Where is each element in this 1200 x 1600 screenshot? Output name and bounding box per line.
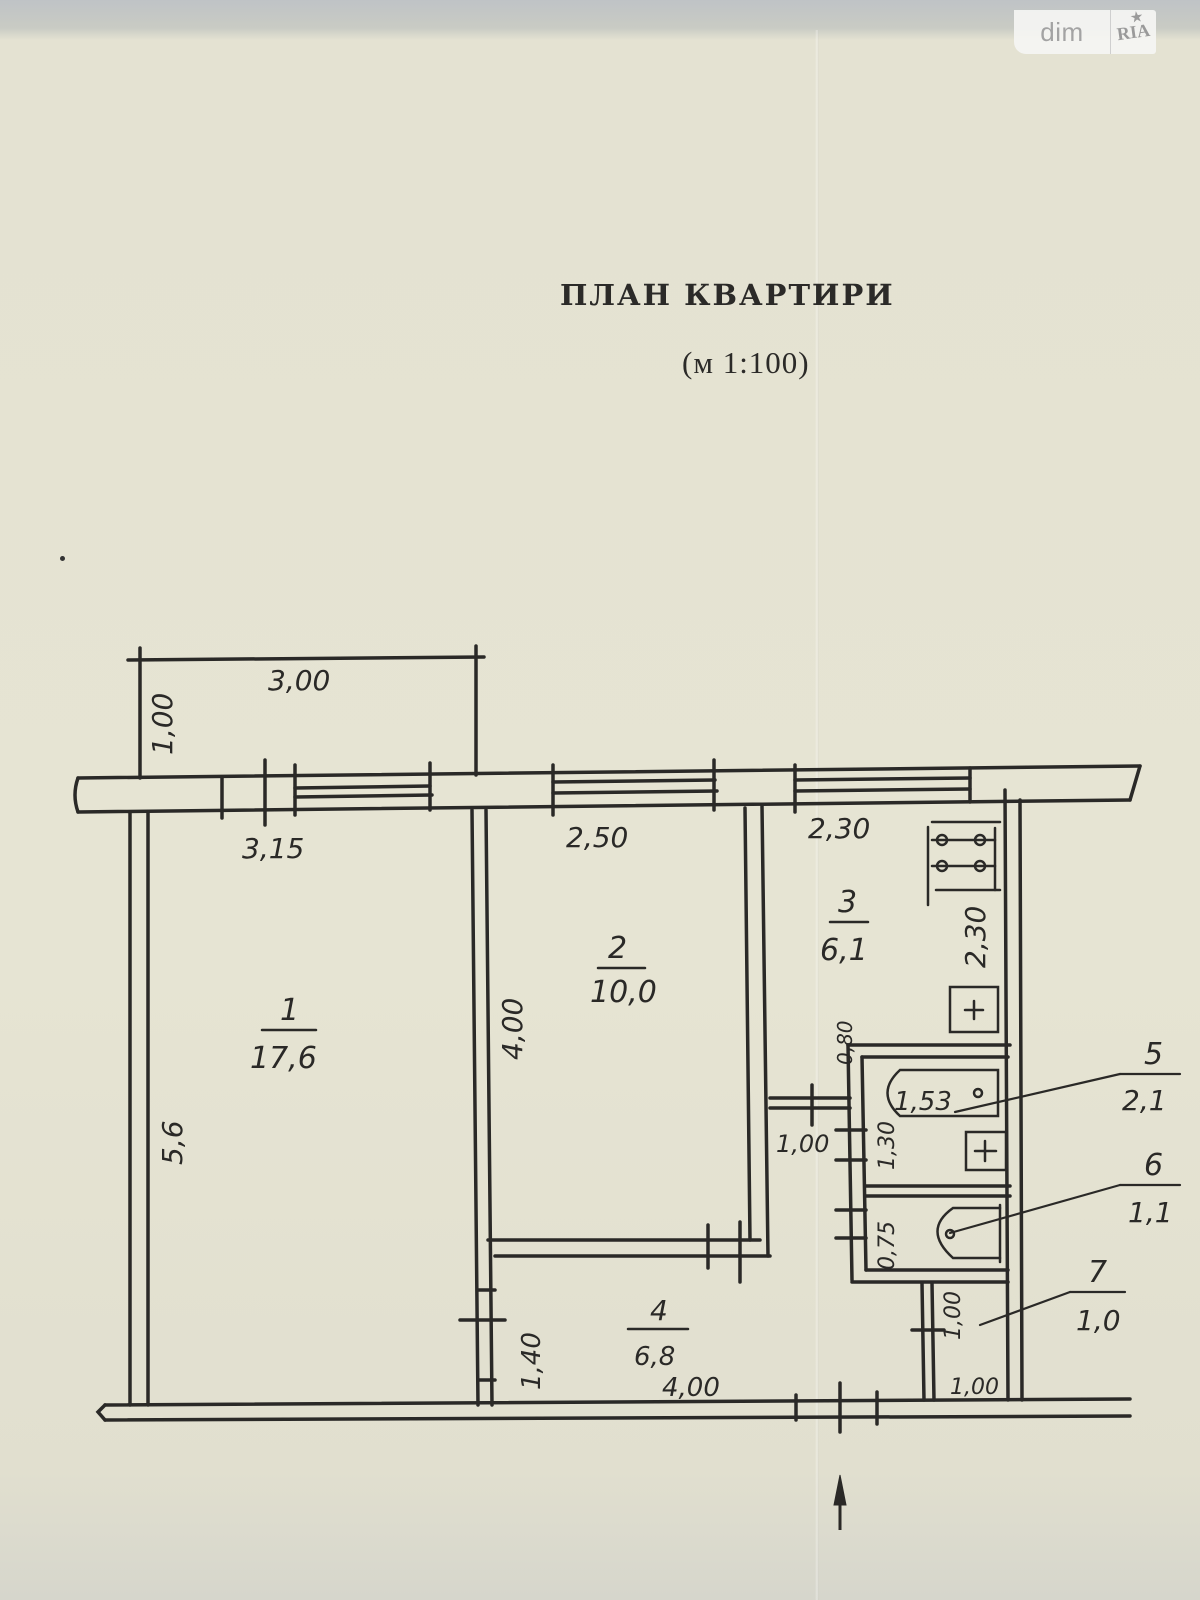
dim-balcony-width: 3,00 <box>268 664 330 697</box>
right-exterior-wall <box>1003 788 1024 1402</box>
room-3-number: 3 <box>838 885 857 920</box>
plan-title: ПЛАН КВАРТИРИ <box>560 278 895 312</box>
ink-dot <box>60 556 65 561</box>
dim-room2-width: 2,50 <box>566 821 628 854</box>
plan-scale: (м 1:100) <box>682 345 810 380</box>
dim-kitchen-width: 2,30 <box>808 812 870 845</box>
fraction-bars <box>260 920 870 1331</box>
dim-hall-width: 4,00 <box>662 1373 720 1403</box>
room-6-number: 6 <box>1144 1148 1163 1183</box>
room-5-area: 2,1 <box>1122 1084 1167 1117</box>
bottom-exterior-wall <box>95 1381 1132 1434</box>
bathtub <box>886 1068 1000 1118</box>
dim-closet-depth: 1,00 <box>941 1291 966 1340</box>
watermark-divider <box>1110 10 1111 54</box>
dim-balcony-depth: 1,00 <box>146 693 179 755</box>
partition-wall-2-3 <box>743 804 770 1258</box>
dim-hall-depth: 1,40 <box>517 1332 547 1390</box>
room-4-area: 6,8 <box>634 1342 675 1372</box>
closet-wall <box>910 1281 946 1402</box>
dim-room1-width: 3,15 <box>242 832 304 865</box>
dim-room1-length: 5,6 <box>156 1120 189 1165</box>
room-2-number: 2 <box>608 931 627 966</box>
bath-sink <box>964 1130 1008 1172</box>
bathroom-block <box>834 1043 1012 1284</box>
room-1-number: 1 <box>280 993 299 1028</box>
leader-lines <box>948 1072 1182 1327</box>
dim-wc-depth: 0,75 <box>875 1221 900 1270</box>
room-5-number: 5 <box>1144 1037 1163 1072</box>
dim-corridor-door: 1,00 <box>776 1130 829 1158</box>
room-3-area: 6,1 <box>820 933 868 968</box>
room-1-area: 17,6 <box>250 1041 317 1076</box>
partition-wall-2-4 <box>486 1220 772 1284</box>
dim-bath-door: 0,80 <box>833 1020 857 1065</box>
partition-wall-1-2 <box>458 808 507 1407</box>
left-exterior-wall <box>128 810 150 1407</box>
corridor-door <box>768 1083 852 1127</box>
room-7-number: 7 <box>1088 1255 1107 1290</box>
dim-bath-length: 1,53 <box>894 1087 952 1117</box>
dim-kitchen-length: 2,30 <box>959 906 992 968</box>
dim-room2-length: 4,00 <box>496 998 529 1060</box>
room-4-number: 4 <box>650 1294 668 1327</box>
dim-closet-width: 1,00 <box>950 1375 999 1400</box>
kitchen-sink <box>948 985 1000 1034</box>
top-exterior-wall <box>73 758 1142 827</box>
paper-fold <box>815 30 819 1600</box>
room-6-area: 1,1 <box>1128 1196 1173 1229</box>
dim-bath-depth: 1,30 <box>875 1121 900 1170</box>
watermark-logo: dim ★ RIA <box>1014 8 1156 54</box>
room-2-area: 10,0 <box>590 975 657 1010</box>
toilet <box>936 1203 1002 1264</box>
entrance-arrow-icon <box>833 1474 847 1530</box>
balcony <box>126 644 486 780</box>
stove <box>926 820 1002 907</box>
watermark-dim-text: dim <box>1040 16 1084 47</box>
room-7-area: 1,0 <box>1076 1304 1121 1337</box>
